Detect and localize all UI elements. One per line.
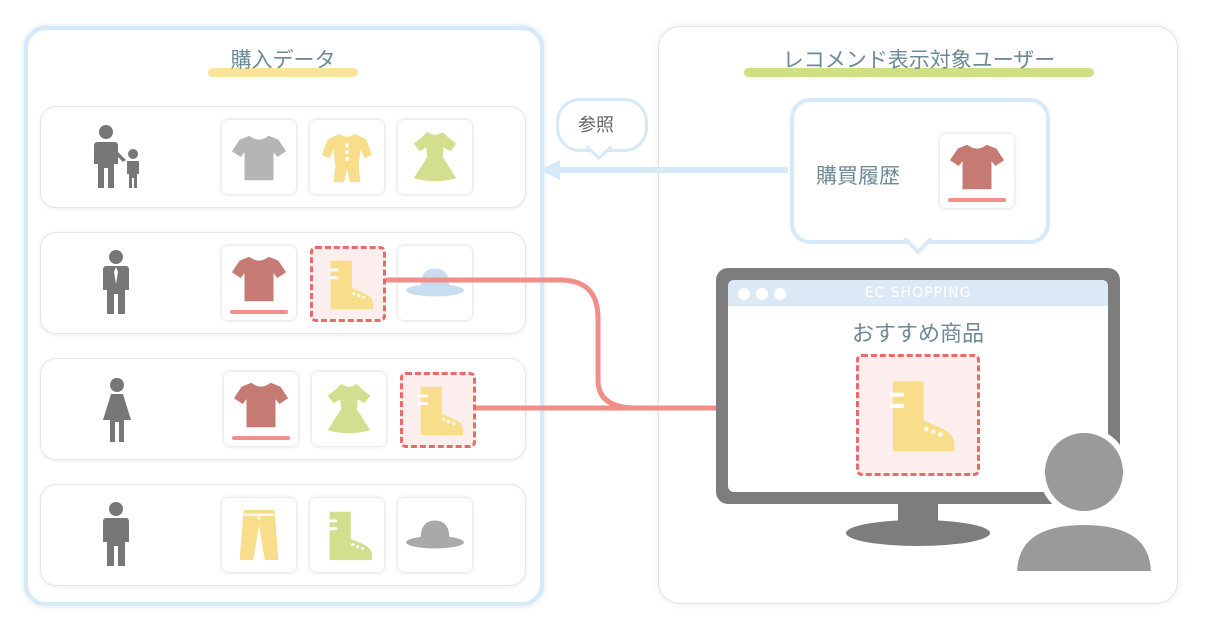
product-card <box>222 246 296 320</box>
product-card <box>398 120 472 194</box>
parent-child-icon <box>94 125 139 188</box>
product-card <box>224 372 298 446</box>
product-card <box>398 246 472 320</box>
man-icon <box>103 502 129 566</box>
product-card <box>222 120 296 194</box>
reference-bubble <box>556 98 648 152</box>
product-card <box>310 498 384 572</box>
recommend-target-title-text: レコメンド表示対象ユーザー <box>782 48 1056 72</box>
product-card <box>398 498 472 572</box>
boot-yellow-icon <box>418 381 467 439</box>
product-card-highlighted <box>310 246 386 322</box>
recommended-heading: おすすめ商品 <box>851 322 984 347</box>
monitor-stand-base <box>846 520 990 546</box>
baby-romper-icon <box>318 128 376 186</box>
reference-arrow-head <box>540 160 560 180</box>
product-card <box>222 498 296 572</box>
ec-shopping-header: EC SHOPPING <box>864 285 972 301</box>
history-bubble-tail <box>904 238 932 254</box>
pants-yellow-icon <box>230 506 288 564</box>
reference-bubble-tail <box>586 146 612 160</box>
user-avatar-icon <box>1010 427 1158 577</box>
window-dot-icon <box>738 288 750 300</box>
reference-label: 参照 <box>578 115 614 136</box>
purchase-history-label: 購買履歴 <box>816 164 900 188</box>
purchase-data-title-text: 購入データ <box>230 48 336 72</box>
man-suit-icon <box>103 250 129 314</box>
recommended-product-card <box>856 354 980 476</box>
boot-yellow-icon <box>890 373 960 457</box>
purchase-data-title: 購入データ <box>208 44 358 77</box>
woman-icon <box>103 378 131 442</box>
boot-green-icon <box>327 506 376 564</box>
history-product-card <box>940 134 1014 208</box>
recommend-target-title: レコメンド表示対象ユーザー <box>744 44 1094 77</box>
purchased-underline <box>232 436 290 440</box>
product-card <box>312 372 386 446</box>
purchased-underline <box>230 310 288 314</box>
purchased-underline <box>948 198 1006 202</box>
window-dot-icon <box>756 288 768 300</box>
boot-yellow-icon <box>328 255 377 313</box>
product-card <box>310 120 384 194</box>
product-card-highlighted <box>400 372 476 448</box>
window-dot-icon <box>774 288 786 300</box>
browser-bar: EC SHOPPING <box>728 280 1108 306</box>
